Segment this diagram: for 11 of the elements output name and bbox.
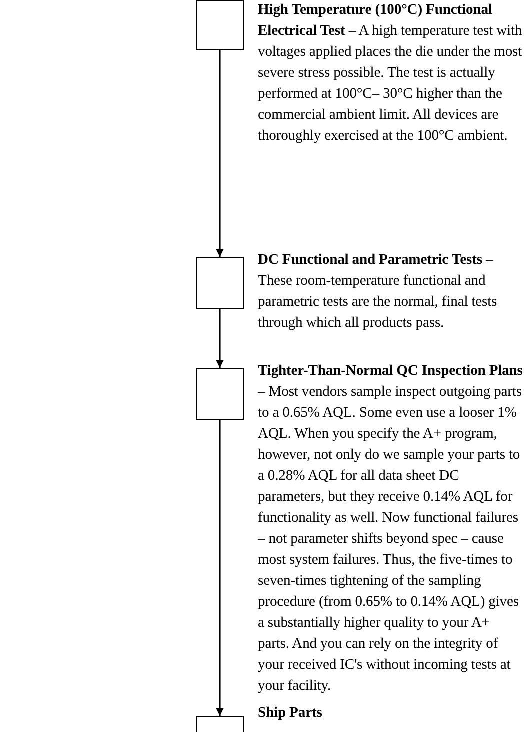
arrow	[216, 50, 224, 257]
step-description: Tighter-Than-Normal QC Inspection Plans – Most vendors sample inspect outgoing parts to a 0.65% AQL. Some even use a looser 1% AQL. When you specify the A+ program, however, not only do we sample your parts to a 0.28% AQL for all data sheet DC parameters, but they receive 0.14% AQL for functionality as well. Now functional failures – not parameter shifts beyond spec – cause most system failures. Thus, the five-times to seven-times tightening of the sampling procedure (from 0.65% to 0.14% AQL) gives a substantially higher quality to your A+ parts. And you can rely on the integrity of your received IC's without incoming tests at your facility.	[258, 362, 524, 696]
step-description: High Temperature (100°C) Functional Electrical Test – A high temperature test with voltages applied places the die under the most severe stress possible. The test is actually performed at 100°C– 30°C higher than the commercial ambient limit. All devices are thoroughly exercised at the 100°C ambient.	[258, 1, 524, 146]
arrow	[216, 309, 224, 368]
step-box	[196, 716, 244, 732]
step-description: Ship Parts	[258, 704, 324, 723]
arrow	[216, 420, 224, 716]
step-box	[196, 257, 244, 309]
step-box	[196, 368, 244, 420]
step-description: DC Functional and Parametric Tests – These room-temperature functional and parametric tests are the normal, final tests through which all products pass.	[258, 251, 498, 333]
step-box	[196, 0, 244, 50]
